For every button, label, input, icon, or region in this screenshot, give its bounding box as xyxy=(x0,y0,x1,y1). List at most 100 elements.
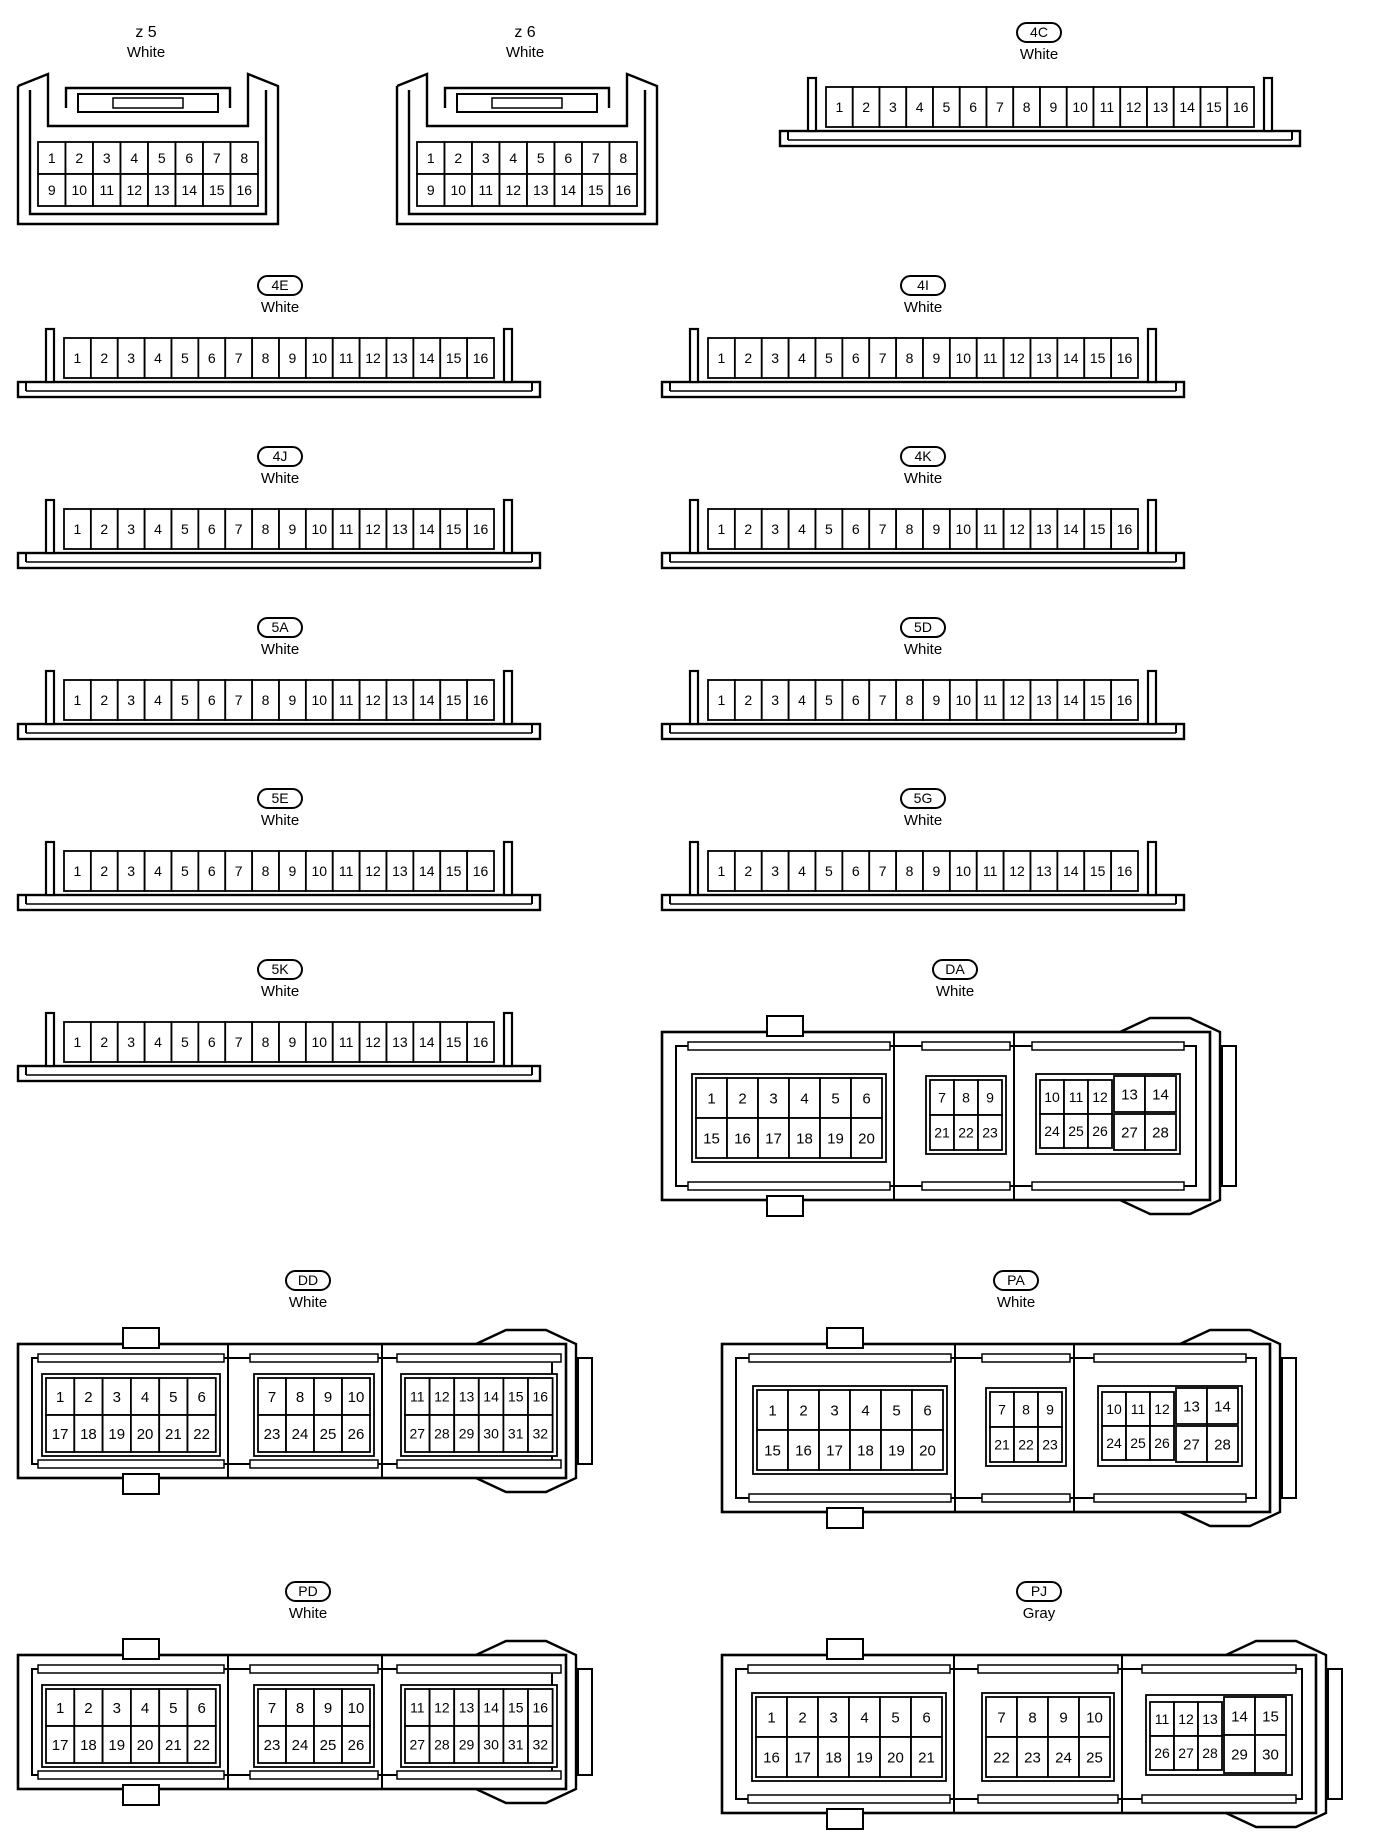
pin-number: 12 xyxy=(365,692,381,708)
pin-number: 7 xyxy=(998,1402,1006,1418)
pin-cell xyxy=(385,850,415,892)
pin-number: 2 xyxy=(744,692,752,708)
connector-color: White xyxy=(935,983,975,1000)
pin-number: 10 xyxy=(956,521,972,537)
connector-color: White xyxy=(996,1294,1036,1311)
pin-cell xyxy=(905,86,934,128)
pin-number: 9 xyxy=(48,182,56,198)
pin-number: 3 xyxy=(771,350,779,366)
pin-cell xyxy=(278,508,307,550)
pin-number: 16 xyxy=(533,1700,549,1716)
pin-number: 2 xyxy=(738,1090,746,1107)
pin-cell xyxy=(304,508,334,550)
connector-id: z 5 xyxy=(135,24,157,41)
pin-number: 3 xyxy=(103,150,111,166)
pin-number: 2 xyxy=(744,521,752,537)
side-lock xyxy=(577,1668,593,1776)
pin-number: 6 xyxy=(208,521,216,537)
pin-number: 14 xyxy=(1063,863,1079,879)
connector-label-DA: DA White xyxy=(905,959,1005,1000)
pin-number: 30 xyxy=(1262,1746,1279,1763)
pin-cell xyxy=(787,1429,820,1471)
pin-number: 1 xyxy=(56,1389,64,1406)
pin-cell xyxy=(911,1389,944,1431)
pin-cell xyxy=(304,850,334,892)
pin-number: 16 xyxy=(1233,99,1249,115)
pin-number: 1 xyxy=(74,350,82,366)
pin-number: 26 xyxy=(1092,1123,1108,1139)
pin-number: 14 xyxy=(1231,1708,1248,1725)
pin-number: 16 xyxy=(795,1442,812,1459)
pin-number: 15 xyxy=(1090,350,1106,366)
pin-number: 6 xyxy=(208,350,216,366)
pin-cell xyxy=(224,508,254,550)
pin-cell xyxy=(733,337,763,379)
pin-cell xyxy=(466,850,495,892)
pin-number: 9 xyxy=(289,692,297,708)
connector-color: White xyxy=(260,983,300,1000)
pin-number: 19 xyxy=(108,1737,125,1754)
pin-number: 30 xyxy=(483,1737,499,1753)
pin-cell xyxy=(224,1021,254,1063)
pin-cell xyxy=(37,141,67,175)
connector-id: PA xyxy=(993,1270,1039,1291)
pin-cell xyxy=(787,337,817,379)
pin-number: 15 xyxy=(1090,692,1106,708)
connector-color: White xyxy=(260,641,300,658)
pin-number: 29 xyxy=(459,1426,475,1442)
pin-number: 14 xyxy=(419,1034,435,1050)
pin-cell xyxy=(331,679,361,721)
pin-cell xyxy=(1223,1696,1256,1736)
slot xyxy=(249,1353,379,1363)
pin-number: 12 xyxy=(434,1389,450,1405)
pin-number: 16 xyxy=(615,182,631,198)
pin-number: 9 xyxy=(933,692,941,708)
pin-number: 8 xyxy=(906,350,914,366)
pin-cell xyxy=(760,508,790,550)
pin-cell xyxy=(466,679,495,721)
pin-number: 11 xyxy=(410,1700,425,1716)
pin-number: 7 xyxy=(235,692,243,708)
pin-number: 28 xyxy=(434,1737,450,1753)
pin-number: 25 xyxy=(1086,1749,1103,1766)
pin-cell xyxy=(466,508,495,550)
pin-cell xyxy=(1087,1113,1113,1149)
pin-number: 13 xyxy=(1036,350,1052,366)
pin-cell xyxy=(953,1114,979,1151)
pin-number: 11 xyxy=(983,521,998,537)
pin-number: 10 xyxy=(1086,1709,1103,1726)
pin-number: 12 xyxy=(1092,1089,1108,1105)
pin-number: 14 xyxy=(1214,1398,1231,1415)
pin-number: 12 xyxy=(126,182,142,198)
pin-number: 7 xyxy=(235,521,243,537)
pin-number: 21 xyxy=(918,1749,935,1766)
pin-cell xyxy=(755,1696,788,1738)
pin-number: 19 xyxy=(827,1130,844,1147)
slot xyxy=(977,1794,1119,1804)
slot xyxy=(396,1459,562,1469)
pin-number: 12 xyxy=(365,863,381,879)
pin-number: 7 xyxy=(235,1034,243,1050)
pin-number: 3 xyxy=(127,692,135,708)
pin-number: 11 xyxy=(478,182,493,198)
pin-number: 1 xyxy=(74,521,82,537)
pin-number: 9 xyxy=(427,182,435,198)
pin-cell xyxy=(416,173,446,207)
pin-cell xyxy=(1029,679,1059,721)
pin-cell xyxy=(786,1736,819,1778)
pin-number: 21 xyxy=(994,1437,1010,1453)
pin-number: 7 xyxy=(879,521,887,537)
pin-number: 15 xyxy=(209,182,225,198)
pin-cell xyxy=(1013,1426,1039,1463)
pin-number: 15 xyxy=(446,350,462,366)
pin-number: 5 xyxy=(825,692,833,708)
connector-label-5E: 5E White xyxy=(230,788,330,829)
pin-cell xyxy=(186,1414,217,1453)
latch-tab xyxy=(826,1327,864,1349)
pin-number: 13 xyxy=(1121,1086,1138,1103)
